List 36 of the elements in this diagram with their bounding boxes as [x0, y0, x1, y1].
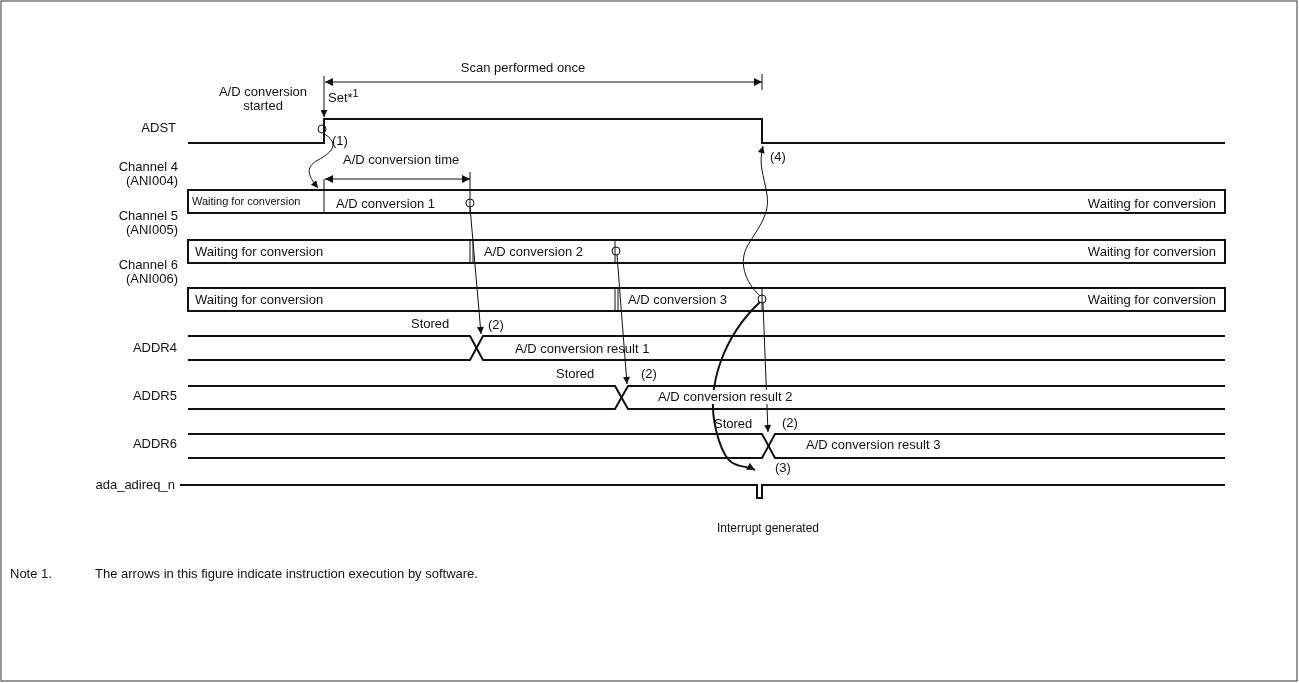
annotation-text: Stored — [411, 317, 450, 331]
signal-name: Channel 4 (ANI004) — [117, 160, 178, 188]
note-label: Note 1. — [10, 567, 52, 581]
signal-name: ada_adireq_n — [95, 478, 175, 492]
state-label: A/D conversion 1 — [336, 197, 435, 211]
annotation-text: Stored — [556, 367, 595, 381]
note-text: The arrows in this figure indicate instruction execution by software. — [95, 567, 478, 581]
state-label: A/D conversion 2 — [484, 245, 583, 259]
state-label: Waiting for conversion — [195, 245, 324, 259]
annotation-text: Stored — [714, 417, 753, 431]
register-value: A/D conversion result 3 — [806, 438, 941, 452]
signal-name: ADDR4 — [132, 341, 177, 355]
state-label: Waiting for conversion — [1087, 293, 1216, 307]
register-value: A/D conversion result 2 — [658, 390, 793, 404]
signal-name: Channel 6 (ANI006) — [117, 258, 178, 286]
signal-name: ADST — [141, 121, 176, 135]
step-number: (2) — [488, 318, 504, 332]
state-label: Waiting for conversion — [1087, 197, 1216, 211]
state-label: Waiting for conversion — [195, 293, 324, 307]
state-label: A/D conversion 3 — [628, 293, 727, 307]
signal-name: ADDR5 — [132, 389, 177, 403]
state-label: Waiting for conversion — [1087, 245, 1216, 259]
step-number: (4) — [770, 150, 786, 164]
step-number: (1) — [332, 134, 348, 148]
signal-name: ADDR6 — [132, 437, 177, 451]
state-label: Waiting for conversion — [192, 194, 301, 208]
dimension-label: Scan performed once — [460, 61, 586, 75]
annotation-text: Interrupt generated — [716, 521, 820, 535]
dimension-label: A/D conversion time — [343, 153, 460, 167]
signal-name: Channel 5 (ANI005) — [117, 209, 178, 237]
register-value: A/D conversion result 1 — [515, 342, 650, 356]
step-number: (3) — [775, 461, 791, 475]
step-number: (2) — [782, 416, 798, 430]
step-number: (2) — [641, 367, 657, 381]
annotation-text: A/D conversion started — [217, 85, 309, 113]
annotation-text: Set*$^{1}$ — [328, 86, 359, 106]
